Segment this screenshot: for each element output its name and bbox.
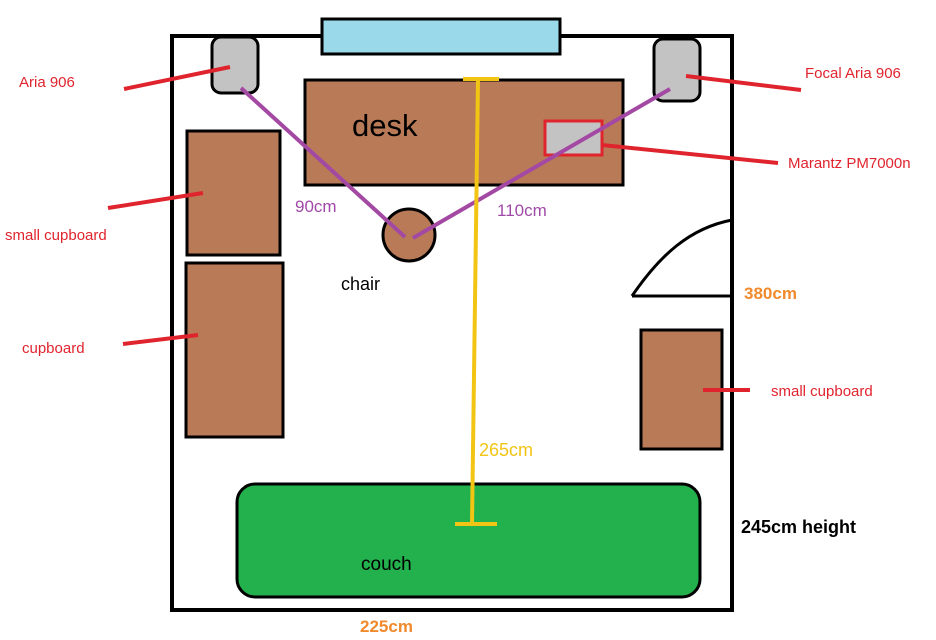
chair-label: chair [341, 274, 381, 294]
cupboard [184, 261, 285, 439]
small-cupboard-right-label: small cupboard [771, 383, 873, 400]
left-distance-label: 90cm [295, 197, 337, 216]
right-distance-line [411, 87, 672, 240]
door-swing [630, 218, 733, 297]
couch-label: couch [361, 554, 412, 575]
left-speaker-label: Aria 906 [19, 74, 75, 91]
pointer-right-speaker [685, 74, 802, 92]
chair [381, 207, 437, 263]
center-line [470, 78, 480, 525]
couch [235, 482, 702, 599]
pointer-cupboard [122, 333, 199, 346]
left-speaker [210, 35, 260, 95]
room-length-label: 380cm [744, 284, 797, 303]
window [320, 17, 562, 56]
right-speaker [652, 37, 702, 103]
cupboard-label: cupboard [22, 340, 85, 357]
right-speaker-label: Focal Aria 906 [805, 65, 901, 82]
desk-label: desk [352, 108, 418, 143]
room-height-label: 245cm height [741, 517, 857, 537]
left-distance-line [239, 86, 407, 239]
pointer-left-speaker [123, 65, 231, 91]
right-distance-label: 110cm [497, 201, 547, 220]
pointer-amplifier [601, 143, 779, 165]
desk-to-couch-label: 265cm [479, 440, 534, 460]
small-cupboard-left-label: small cupboard [5, 227, 107, 244]
pointer-small-cupboard-left [107, 191, 204, 210]
room-width-label: 225cm [360, 617, 413, 636]
amplifier-label: Marantz PM7000n [788, 155, 911, 172]
amplifier [543, 119, 604, 157]
